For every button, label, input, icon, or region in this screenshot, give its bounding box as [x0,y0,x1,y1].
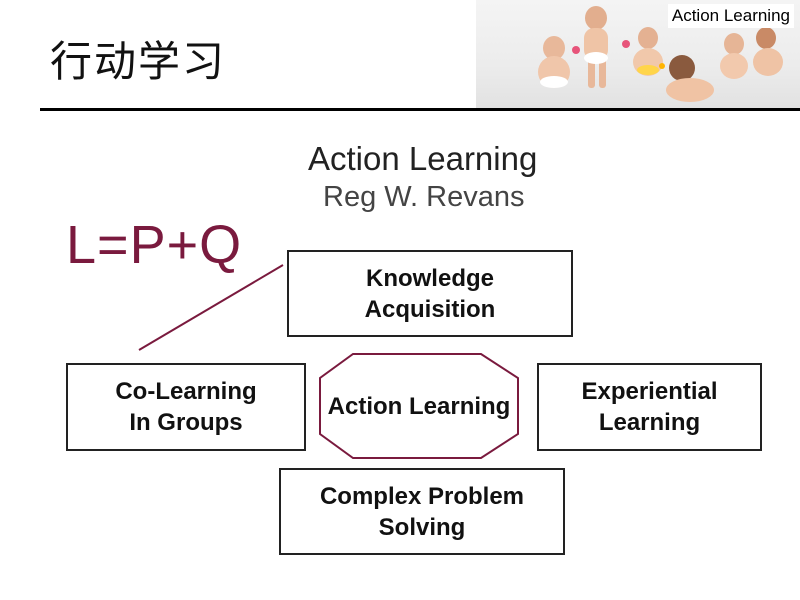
box-label-line1: Knowledge [365,264,494,292]
formula-text: L=P+Q [66,215,243,275]
baby-figure [633,27,663,76]
baby-figure [538,36,570,88]
box-label-line1: Complex Problem [319,482,525,510]
formula-connector-line [138,264,284,351]
center-action-learning: Action Learning [320,354,518,458]
box-label-line2: In Groups [129,409,243,436]
center-label-line2: Learning [409,392,511,420]
slide-title: 行动学习 [50,37,227,86]
banner-label: Action Learning [667,4,794,28]
baby-figure [666,55,714,102]
baby-figure [584,6,608,88]
box-co-learning: Co-Learning In Groups [66,363,306,451]
center-label-line1: Action [327,392,403,420]
box-label-line1: Co-Learning [115,378,257,405]
header-divider [40,108,800,111]
babies-illustration [538,6,783,102]
box-complex-problem-solving: Complex Problem Solving [279,468,565,555]
center-octagon-shape [319,353,519,459]
banner-image: Action Learning [476,0,800,108]
box-label-line2: Learning [598,409,701,436]
box-knowledge-acquisition: Knowledge Acquisition [287,250,573,337]
baby-figure [753,27,783,76]
diagram-title: Action Learning [308,140,538,177]
box-label-line2: Solving [378,513,466,541]
baby-figure [720,33,748,79]
diagram-subtitle: Reg W. Revans [323,181,525,213]
box-label-line2: Acquisition [364,295,496,323]
box-experiential-learning: Experiential Learning [537,363,762,451]
box-label-line1: Experiential [581,378,718,405]
